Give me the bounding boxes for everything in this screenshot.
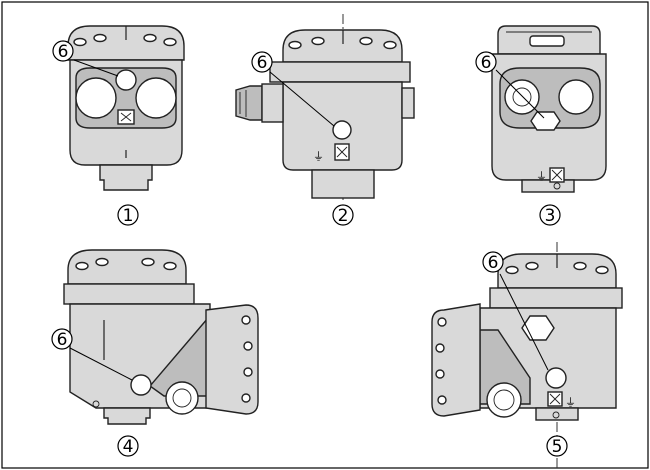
callout-6-housing-5: 6 (482, 251, 549, 371)
housing-5-neck (535, 407, 579, 421)
callout-6-label: 6 (488, 253, 499, 273)
callout-6-label: 6 (57, 330, 68, 350)
housing-2-lid (282, 29, 403, 63)
callout-6-housing-3: 6 (475, 51, 545, 119)
housing-3-cable-gland-left (504, 79, 540, 115)
housing-3: ⏚ (491, 25, 607, 193)
housing-1-vent-element (115, 69, 137, 91)
housing-4-neck (103, 407, 151, 425)
housing-5-top-band (489, 287, 623, 309)
housing-2-vent-element (332, 120, 352, 140)
housing-4-cable-gland (165, 381, 199, 415)
callout-6-housing-4: 6 (51, 328, 133, 381)
housing-2-neck (311, 169, 375, 199)
housing-5-cable-gland (486, 382, 522, 418)
callout-1: 1 (117, 204, 139, 226)
housing-4 (63, 249, 259, 425)
callout-3-label: 3 (545, 206, 556, 226)
callout-6-label: 6 (58, 42, 69, 62)
housing-1-cable-gland-right (135, 77, 177, 119)
callout-6-housing-2: 6 (251, 51, 335, 127)
housing-5-side-cover (431, 303, 481, 417)
housing-4-side-cover (205, 304, 259, 415)
callout-1-label: 1 (123, 206, 134, 226)
callout-5-label: 5 (552, 437, 563, 457)
callout-3: 3 (539, 204, 561, 226)
housing-1 (67, 25, 185, 191)
svg-text:⏚: ⏚ (313, 150, 324, 163)
callout-4: 4 (117, 435, 139, 457)
callout-2: 2 (332, 204, 354, 226)
callout-6-label: 6 (257, 53, 268, 73)
callout-5: 5 (546, 435, 568, 457)
svg-text:⏚: ⏚ (565, 396, 576, 409)
housing-2: ⏚ (235, 14, 415, 200)
callout-2-label: 2 (338, 206, 349, 226)
housing-5: ⏚ (431, 242, 623, 470)
housing-1-cable-gland-left (75, 77, 117, 119)
housing-1-neck (99, 164, 153, 191)
housing-2-top-band (269, 61, 411, 83)
housing-3-neck (521, 179, 575, 193)
svg-text:⏚: ⏚ (536, 170, 547, 183)
callout-6-label: 6 (481, 53, 492, 73)
housing-4-lid (67, 249, 187, 285)
housing-3-cable-gland-right (558, 79, 594, 115)
callout-6-housing-1: 6 (52, 40, 119, 77)
housing-5-vent-element (545, 367, 567, 389)
housing-4-vent-element (130, 374, 152, 396)
housing-3-vent-element (530, 111, 561, 131)
housing-4-top-band (63, 283, 195, 305)
callout-4-label: 4 (123, 437, 134, 457)
